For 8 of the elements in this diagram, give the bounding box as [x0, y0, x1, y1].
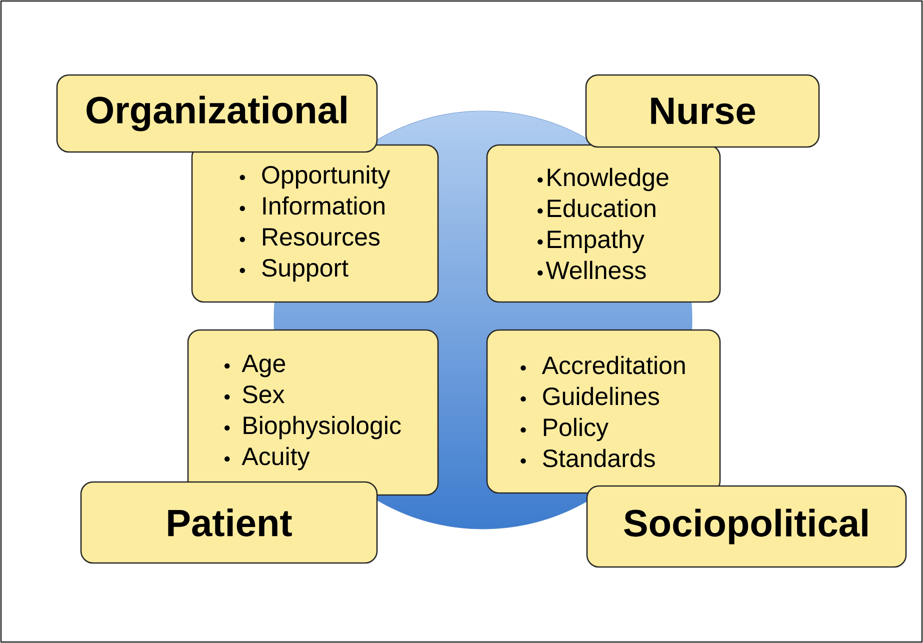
- bullet-list-box: Age Sex Biophysiologic Acuity: [187, 329, 439, 496]
- bullet-list-box: Accreditation Guidelines Policy Standards: [486, 329, 721, 494]
- title-box: Organizational: [56, 74, 378, 153]
- bullet-list-box: Opportunity Information Resources Support: [191, 144, 439, 303]
- bullet-list-box: Knowledge Education Empathy Wellness: [486, 144, 721, 303]
- title-box: Nurse: [585, 74, 820, 148]
- title-box: Sociopolitical: [586, 485, 907, 568]
- title-box: Patient: [80, 481, 378, 564]
